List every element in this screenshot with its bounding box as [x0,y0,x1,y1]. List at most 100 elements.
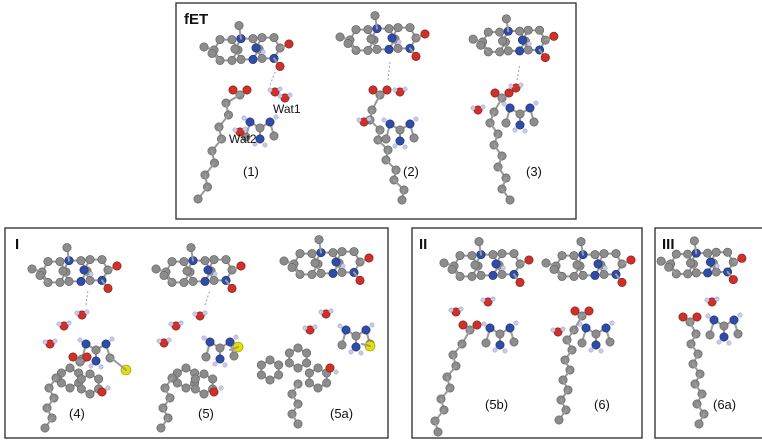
carbon-atom [85,275,95,285]
carbon-atom [495,47,505,57]
carbon-atom [227,35,237,45]
carbon-atom [227,55,237,65]
water-label-wat1: Wat1 [273,102,301,116]
nitrogen-atom [505,103,515,113]
hydrogen-atom [88,271,94,277]
oxygen-atom [678,312,688,322]
hydrogen-atom [500,265,506,271]
hydrogen-atom [260,49,266,55]
oxygen-atom [728,275,738,285]
carbon-atom [209,275,219,285]
nitrogen-atom [251,43,261,53]
hydrogen-atom [392,87,398,93]
oxygen-atom [617,277,627,287]
carbon-atom [199,42,209,52]
nitrogen-atom [200,276,210,286]
hydrogen-atom [178,320,184,326]
carbon-atom [719,321,729,331]
carbon-atom [207,48,217,58]
hydrogen-atom [168,321,174,327]
structure-label-6: (6) [594,397,610,412]
carbon-atom [363,45,373,55]
structure-6a [656,236,747,429]
hydrogen-atom [490,296,496,302]
carbon-atom [483,27,493,37]
carbon-atom [293,419,303,429]
panel-label-iii: III [662,236,675,253]
carbon-atom [481,338,491,348]
carbon-atom [476,270,486,280]
hydrogen-atom [492,347,498,353]
carbon-atom [599,269,609,279]
carbon-atom [405,23,415,33]
carbon-atom [488,250,498,260]
hydrogen-atom [328,308,334,314]
oxygen-atom [584,306,594,316]
carbon-atom [181,363,191,373]
hydrogen-atom [726,340,732,346]
hydrogen-atom [716,339,722,345]
carbon-atom [366,34,376,44]
nitrogen-atom [81,339,91,349]
hydrogen-atom [518,82,524,88]
oxygen-atom [570,306,580,316]
hydrogen-atom [166,337,172,343]
oxygen-atom [228,85,238,95]
carbon-atom [215,343,225,353]
carbon-atom [409,133,419,143]
hydrogen-atom [512,127,518,133]
hydrogen-atom [369,322,375,328]
carbon-atom [241,132,251,142]
structure-label-6a: (6a) [713,397,736,412]
nitrogen-atom [79,265,89,275]
hydrogen-atom [318,309,324,315]
carbon-atom [541,258,551,268]
carbon-atom [302,358,312,368]
carbon-atom [686,258,696,268]
carbon-atom [455,251,465,261]
carbon-atom [349,247,359,257]
hydrogen-atom [66,320,72,326]
carbon-atom [97,255,107,265]
carbon-atom [335,32,345,42]
structure-5b [430,237,534,437]
hydrogen-atom [714,296,720,302]
oxygen-atom [420,29,430,39]
carbon-atom [257,33,267,43]
carbon-atom [91,345,101,355]
carbon-atom [229,351,239,361]
carbon-atom [605,337,615,347]
nitrogen-atom [593,259,603,269]
carbon-atom [199,369,209,379]
structure-label-1: (1) [243,164,259,179]
carbon-atom [351,25,361,35]
hydrogen-atom [714,263,720,269]
carbon-atom [265,355,275,365]
panel-label-i: I [15,236,19,253]
hydrogen-atom [480,104,486,110]
hydrogen-atom [233,334,239,340]
hydrogen-bond [269,69,277,86]
carbon-atom [505,195,515,205]
oxygen-atom [737,253,747,263]
hydrogen-atom [598,348,604,354]
nitrogen-atom [265,117,275,127]
hydrogen-atom [218,385,224,391]
carbon-atom [328,248,338,258]
nitrogen-atom [705,257,715,267]
hydrogen-atom [242,126,248,132]
hydrogen-atom [222,362,228,368]
carbon-atom [572,260,582,270]
carbon-atom [683,249,693,259]
carbon-atom [236,54,246,64]
carbon-atom [337,267,347,277]
carbon-atom [590,250,600,260]
oxygen-atom [472,320,482,330]
carbon-atom [705,330,715,340]
carbon-atom [529,117,539,127]
carbon-atom [370,11,380,21]
nitrogen-atom [245,117,255,127]
hydrogen-atom [105,385,111,391]
oxygen-atom [364,253,374,263]
structure-5a [256,235,376,429]
